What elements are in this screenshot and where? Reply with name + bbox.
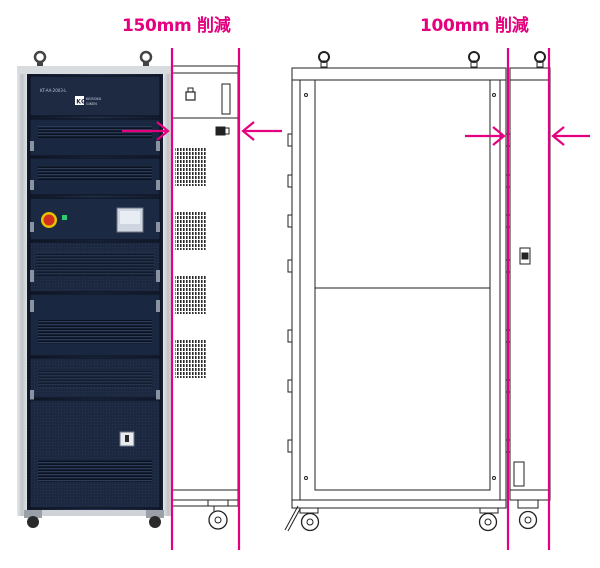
power-indicator <box>62 215 67 220</box>
arrow-left-in <box>122 121 170 141</box>
vent-block-3 <box>175 276 206 314</box>
right-reduction-label: 100mm 削減 <box>420 16 529 36</box>
caster-right <box>146 510 164 528</box>
vent-block-1 <box>175 148 206 186</box>
vent-block-4 <box>175 340 206 378</box>
eye-bolt-right <box>139 50 153 66</box>
caster-left <box>24 510 42 528</box>
arrow-left-out <box>241 121 282 141</box>
eye-bolt-left <box>33 50 47 66</box>
side-panel-outline-left <box>171 65 239 530</box>
equipment-rack-photo: KT-AA-2003-L KG KEISOKU GIKEN <box>17 50 173 528</box>
model-label: KT-AA-2003-L <box>40 88 67 93</box>
arrow-right-in <box>465 126 506 146</box>
reduction-markers <box>122 48 590 550</box>
brand-badge-box <box>75 96 84 105</box>
brand-name-line1: KEISOKU <box>86 97 102 101</box>
side-panel-outline-right <box>509 67 551 530</box>
brand-badge: KG <box>76 99 86 106</box>
emergency-stop-button[interactable] <box>43 214 55 226</box>
front-view-outline-right <box>284 51 546 532</box>
left-reduction-label: 150mm 削減 <box>122 16 231 36</box>
brand-name-line2: GIKEN <box>86 102 97 106</box>
vent-block-2 <box>175 212 206 250</box>
arrow-right-out <box>551 126 590 146</box>
